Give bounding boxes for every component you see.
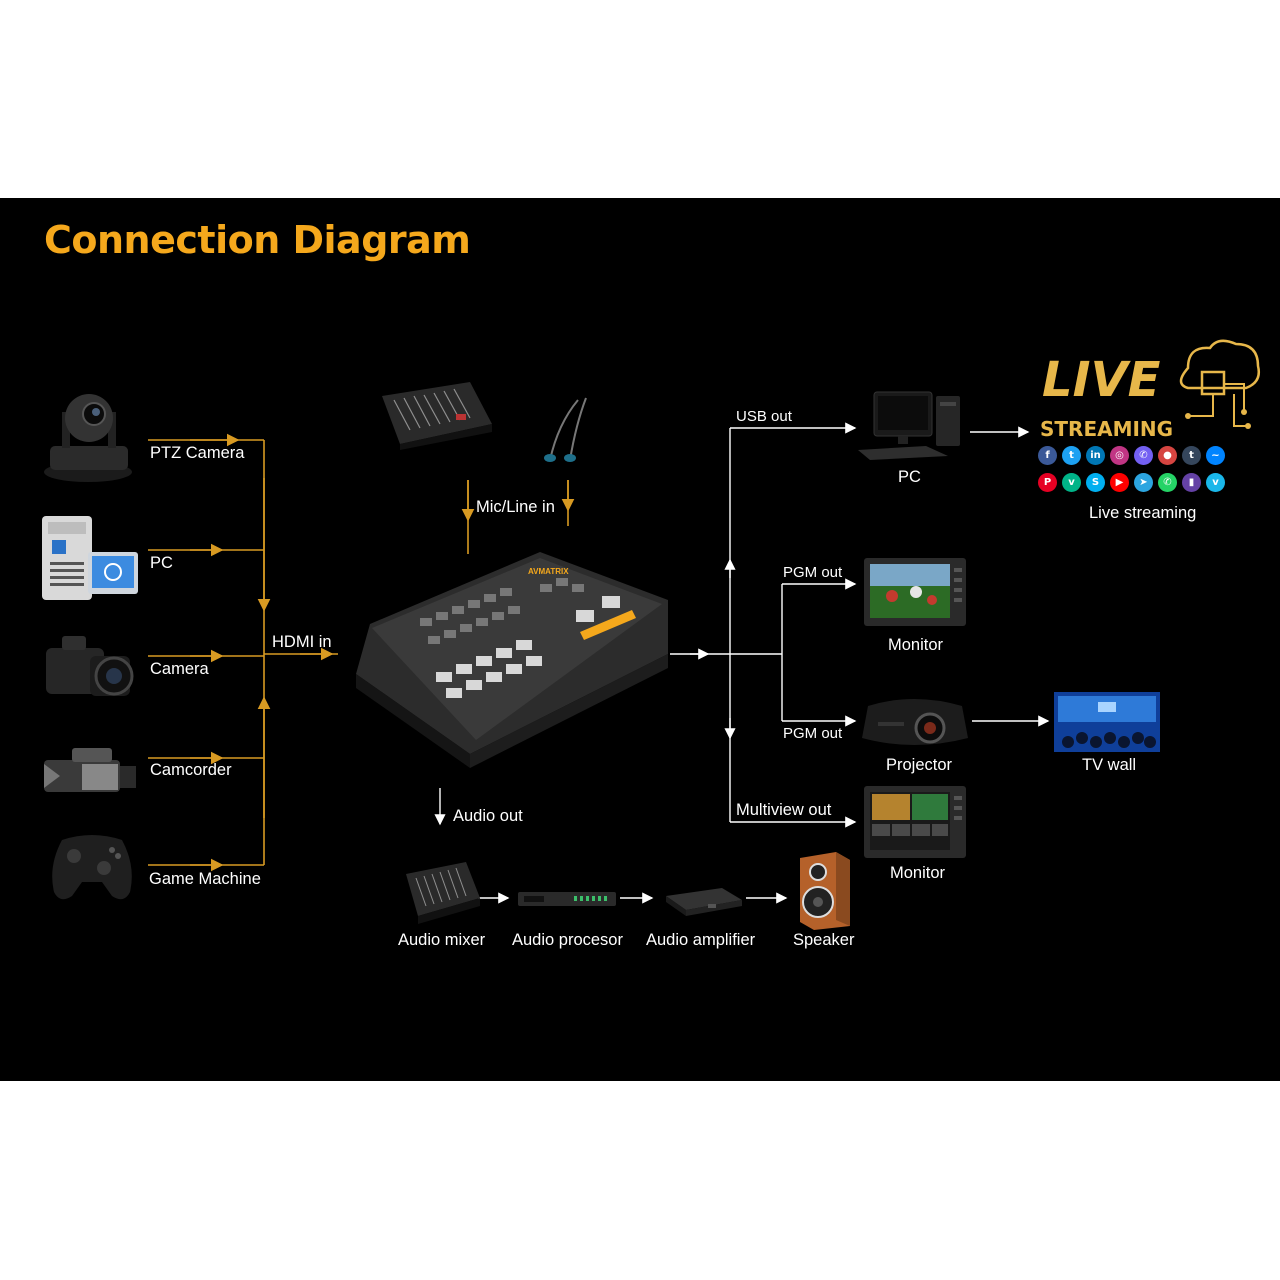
- audio-mixer-label: Audio mixer: [398, 931, 486, 949]
- gamepad-icon: [52, 835, 132, 900]
- input-label-pc: PC: [150, 554, 173, 572]
- usb-device-label: PC: [898, 468, 921, 486]
- linkedin-icon: in: [1086, 446, 1105, 465]
- periscope-icon: ●: [1158, 446, 1177, 465]
- page-title: Connection Diagram: [44, 218, 471, 262]
- pc-output-icon: [858, 391, 960, 460]
- viber-icon: ✆: [1134, 446, 1153, 465]
- audio-mixer-icon: [406, 862, 480, 924]
- pgm2-device-label: Projector: [886, 756, 953, 774]
- live-streaming-label: Live streaming: [1089, 504, 1197, 522]
- tv-wall-label: TV wall: [1082, 756, 1137, 774]
- pgm-out-label-2: PGM out: [783, 725, 843, 742]
- output-wires: [434, 422, 1050, 904]
- twitch-icon: ▮: [1182, 473, 1201, 492]
- mic-line-in-label: Mic/Line in: [476, 498, 555, 516]
- camcorder-icon: [44, 748, 136, 792]
- mixer-icon: [382, 382, 492, 450]
- instagram-icon: ◎: [1110, 446, 1129, 465]
- amplifier-icon: [666, 888, 742, 916]
- svg-text:LIVE: LIVE: [1042, 352, 1161, 408]
- social-icons: f t in ◎ ✆ ● t ~ P v S ▶ ➤ ✆ ▮ v: [1038, 446, 1248, 500]
- whatsapp-icon: ✆: [1158, 473, 1177, 492]
- pinterest-icon: P: [1038, 473, 1057, 492]
- tumblr-icon: t: [1182, 446, 1201, 465]
- input-label-camcorder: Camcorder: [150, 761, 232, 779]
- speaker-icon: [800, 852, 850, 930]
- pgm-out-label-1: PGM out: [783, 564, 843, 581]
- telegram-icon: ➤: [1134, 473, 1153, 492]
- diagram-panel: Connection Diagram: [0, 198, 1280, 1081]
- speaker-label: Speaker: [793, 931, 855, 949]
- monitor-icon: [864, 558, 966, 626]
- audio-out-label: Audio out: [453, 807, 523, 825]
- skype-icon: S: [1086, 473, 1105, 492]
- audio-processor-icon: [518, 892, 616, 906]
- svg-text:AVMATRIX: AVMATRIX: [528, 567, 569, 576]
- pgm1-device-label: Monitor: [888, 636, 944, 654]
- ptz-camera-icon: [44, 394, 132, 482]
- vine-icon: v: [1062, 473, 1081, 492]
- twitter-icon: t: [1062, 446, 1081, 465]
- input-label-camera: Camera: [150, 660, 209, 678]
- live-streaming-logo: LIVE STREAMING: [1040, 339, 1260, 441]
- projector-icon: [862, 699, 968, 745]
- input-label-game-machine: Game Machine: [149, 870, 261, 888]
- audio-amplifier-label: Audio amplifier: [646, 931, 756, 949]
- youtube-icon: ▶: [1110, 473, 1129, 492]
- tv-wall-icon: [1054, 692, 1160, 752]
- multiview-out-label: Multiview out: [736, 801, 832, 819]
- microphone-icon: [544, 397, 587, 462]
- vimeo-icon: v: [1206, 473, 1225, 492]
- dslr-camera-icon: [46, 636, 134, 696]
- hdmi-input-wires: [148, 433, 575, 872]
- input-label-ptz-camera: PTZ Camera: [150, 444, 245, 462]
- multiview-monitor-icon: [864, 786, 966, 858]
- usb-out-label: USB out: [736, 408, 792, 425]
- connection-wires: [148, 422, 1050, 904]
- hdmi-in-label: HDMI in: [272, 633, 332, 651]
- desktop-pc-icon: [42, 516, 138, 600]
- svg-text:STREAMING: STREAMING: [1040, 417, 1173, 441]
- multiview-device-label: Monitor: [890, 864, 946, 882]
- audio-processor-label: Audio procesor: [512, 931, 623, 949]
- video-switcher-icon: AVMATRIX: [356, 552, 668, 768]
- facebook-icon: f: [1038, 446, 1057, 465]
- messenger-icon: ~: [1206, 446, 1225, 465]
